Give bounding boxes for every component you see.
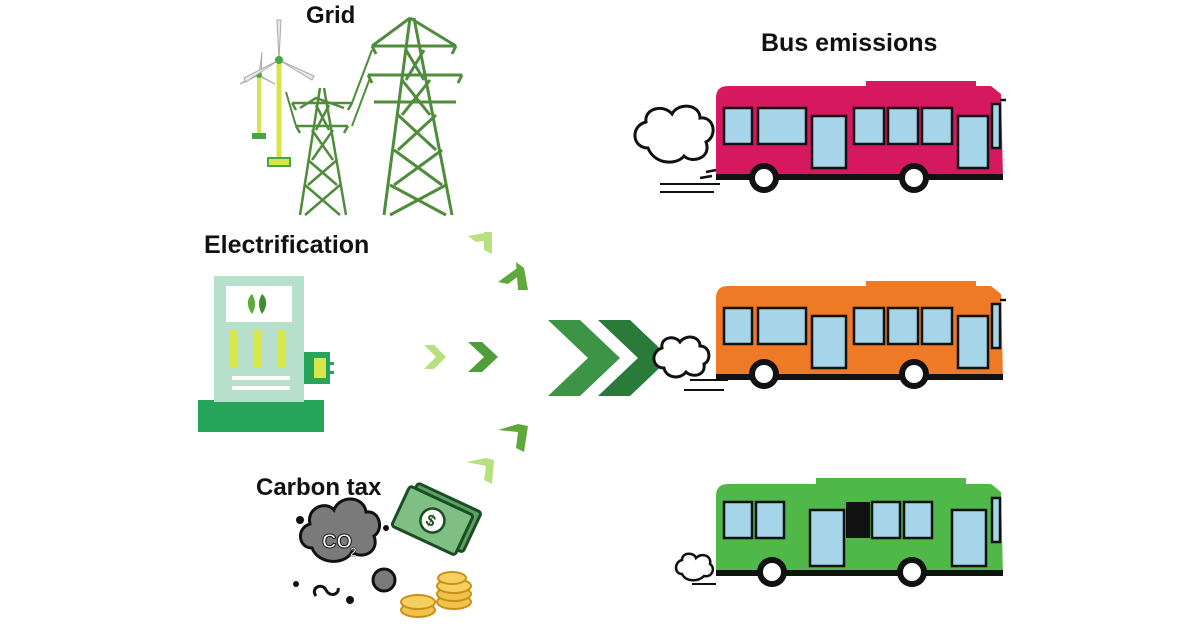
coins-icon — [400, 571, 472, 618]
wind-turbine-icon — [243, 19, 315, 167]
arrow-chevron-icon — [424, 345, 446, 369]
bus-emissions-label: Bus emissions — [761, 29, 938, 57]
co2-cloud-icon: CO 2 — [293, 497, 397, 604]
carbon-tax-illustration: CO 2 $ — [293, 482, 482, 618]
power-tower-icon — [290, 87, 354, 216]
grid-label: Grid — [306, 2, 356, 29]
co2-subscript: 2 — [350, 545, 357, 559]
co2-label: CO — [322, 531, 352, 553]
arrow-chevron-icon — [548, 320, 620, 396]
exhaust-cloud-icon — [674, 552, 716, 585]
charging-station-icon — [198, 276, 334, 432]
arrow-chevron-icon — [468, 342, 498, 372]
bus-high-emissions-icon — [716, 81, 1006, 193]
exhaust-cloud-icon — [652, 335, 728, 391]
arrow-chevron-icon — [466, 458, 494, 484]
grid-illustration — [239, 16, 464, 217]
bus-low-emissions-icon — [716, 478, 1003, 587]
bus-medium-emissions-icon — [716, 281, 1006, 389]
flow-arrows — [424, 232, 670, 484]
power-tower-icon — [366, 16, 464, 217]
carbon-tax-label: Carbon tax — [256, 474, 382, 501]
banknote-icon: $ — [390, 482, 482, 556]
electrification-label: Electrification — [204, 231, 370, 259]
exhaust-cloud-icon — [633, 104, 720, 193]
wind-turbine-icon — [239, 51, 276, 139]
arrow-chevron-icon — [498, 424, 528, 452]
